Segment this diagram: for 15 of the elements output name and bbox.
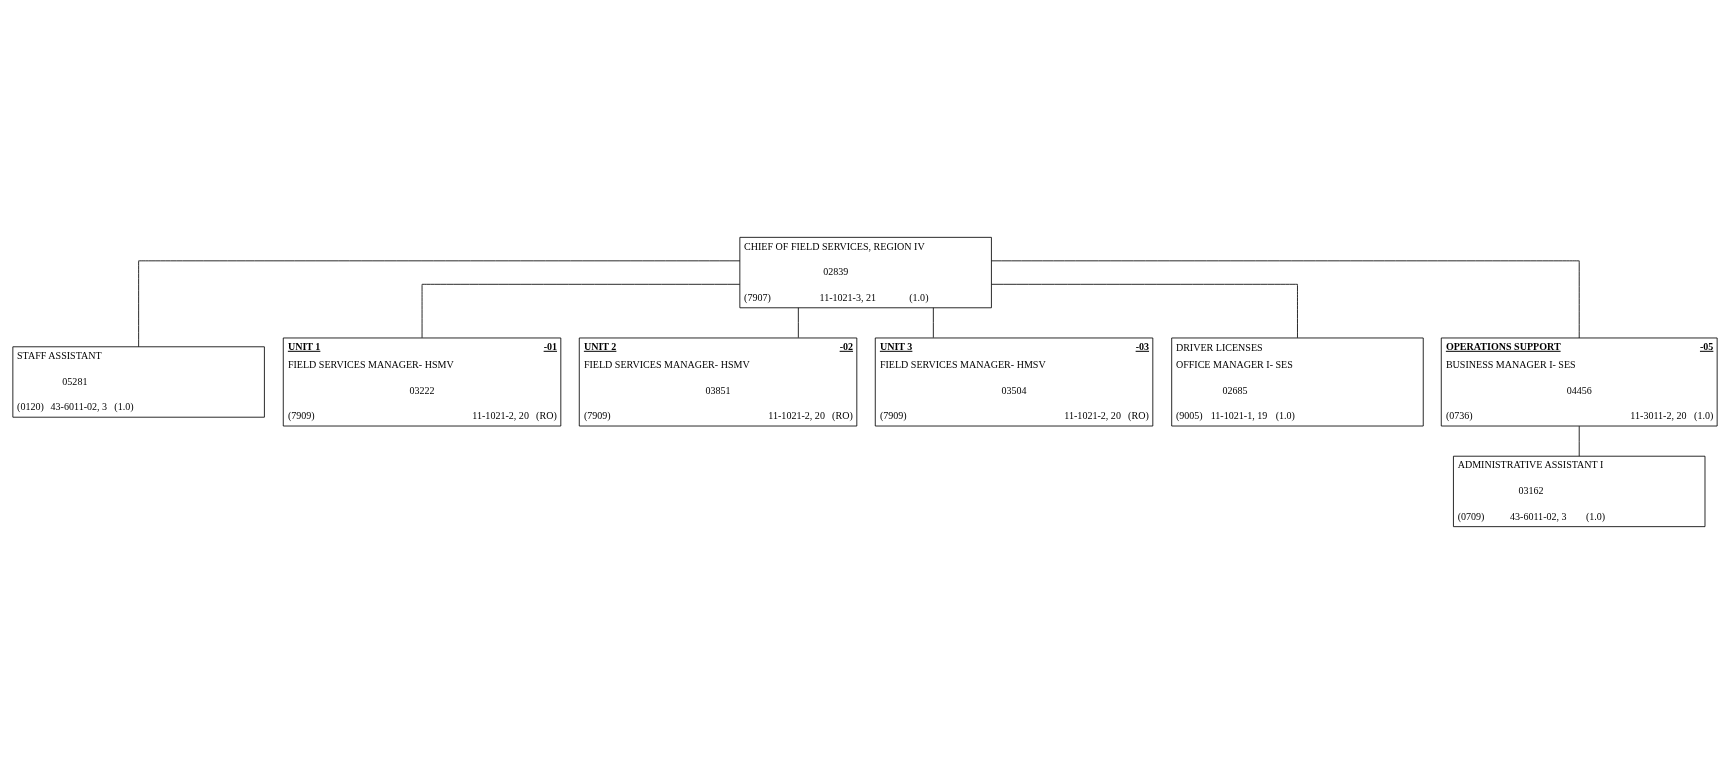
node-box: STAFF ASSISTANT 05281 (0120) 43-6011-02, 3 (1.0): [12, 346, 265, 418]
connector: [991, 283, 1298, 339]
node-box: DRIVER LICENSES OFFICE MANAGER I- SES 02685 (9005) 11-1021-1, 19 (1.0): [1171, 337, 1424, 427]
node-box: OPERATIONS SUPPORT -05 BUSINESS MANAGER I- SES 04456 (0736) 11-3011-2, 20 (1.0): [1440, 337, 1718, 427]
connector: [138, 260, 741, 348]
node-box: UNIT 1 -01 FIELD SERVICES MANAGER- HSMV 03222 (7909) 11-1021-2, 20 (RO): [282, 337, 562, 427]
node-box: CHIEF OF FIELD SERVICES, REGION IV 02839 (7907) 11-1021-3, 21 (1.0): [739, 236, 992, 309]
node-box: ADMINISTRATIVE ASSISTANT I 03162 (0709) 43-6011-02, 3 (1.0): [1453, 455, 1706, 528]
connector: [797, 307, 799, 339]
node-box: UNIT 3 -03 FIELD SERVICES MANAGER- HMSV 03504 (7909) 11-1021-2, 20 (RO): [874, 337, 1154, 427]
connector: [991, 260, 1580, 339]
node-box: UNIT 2 -02 FIELD SERVICES MANAGER- HSMV 03851 (7909) 11-1021-2, 20 (RO): [578, 337, 858, 427]
connector: [1578, 425, 1580, 457]
connector: [932, 307, 934, 339]
connector: [421, 283, 741, 339]
